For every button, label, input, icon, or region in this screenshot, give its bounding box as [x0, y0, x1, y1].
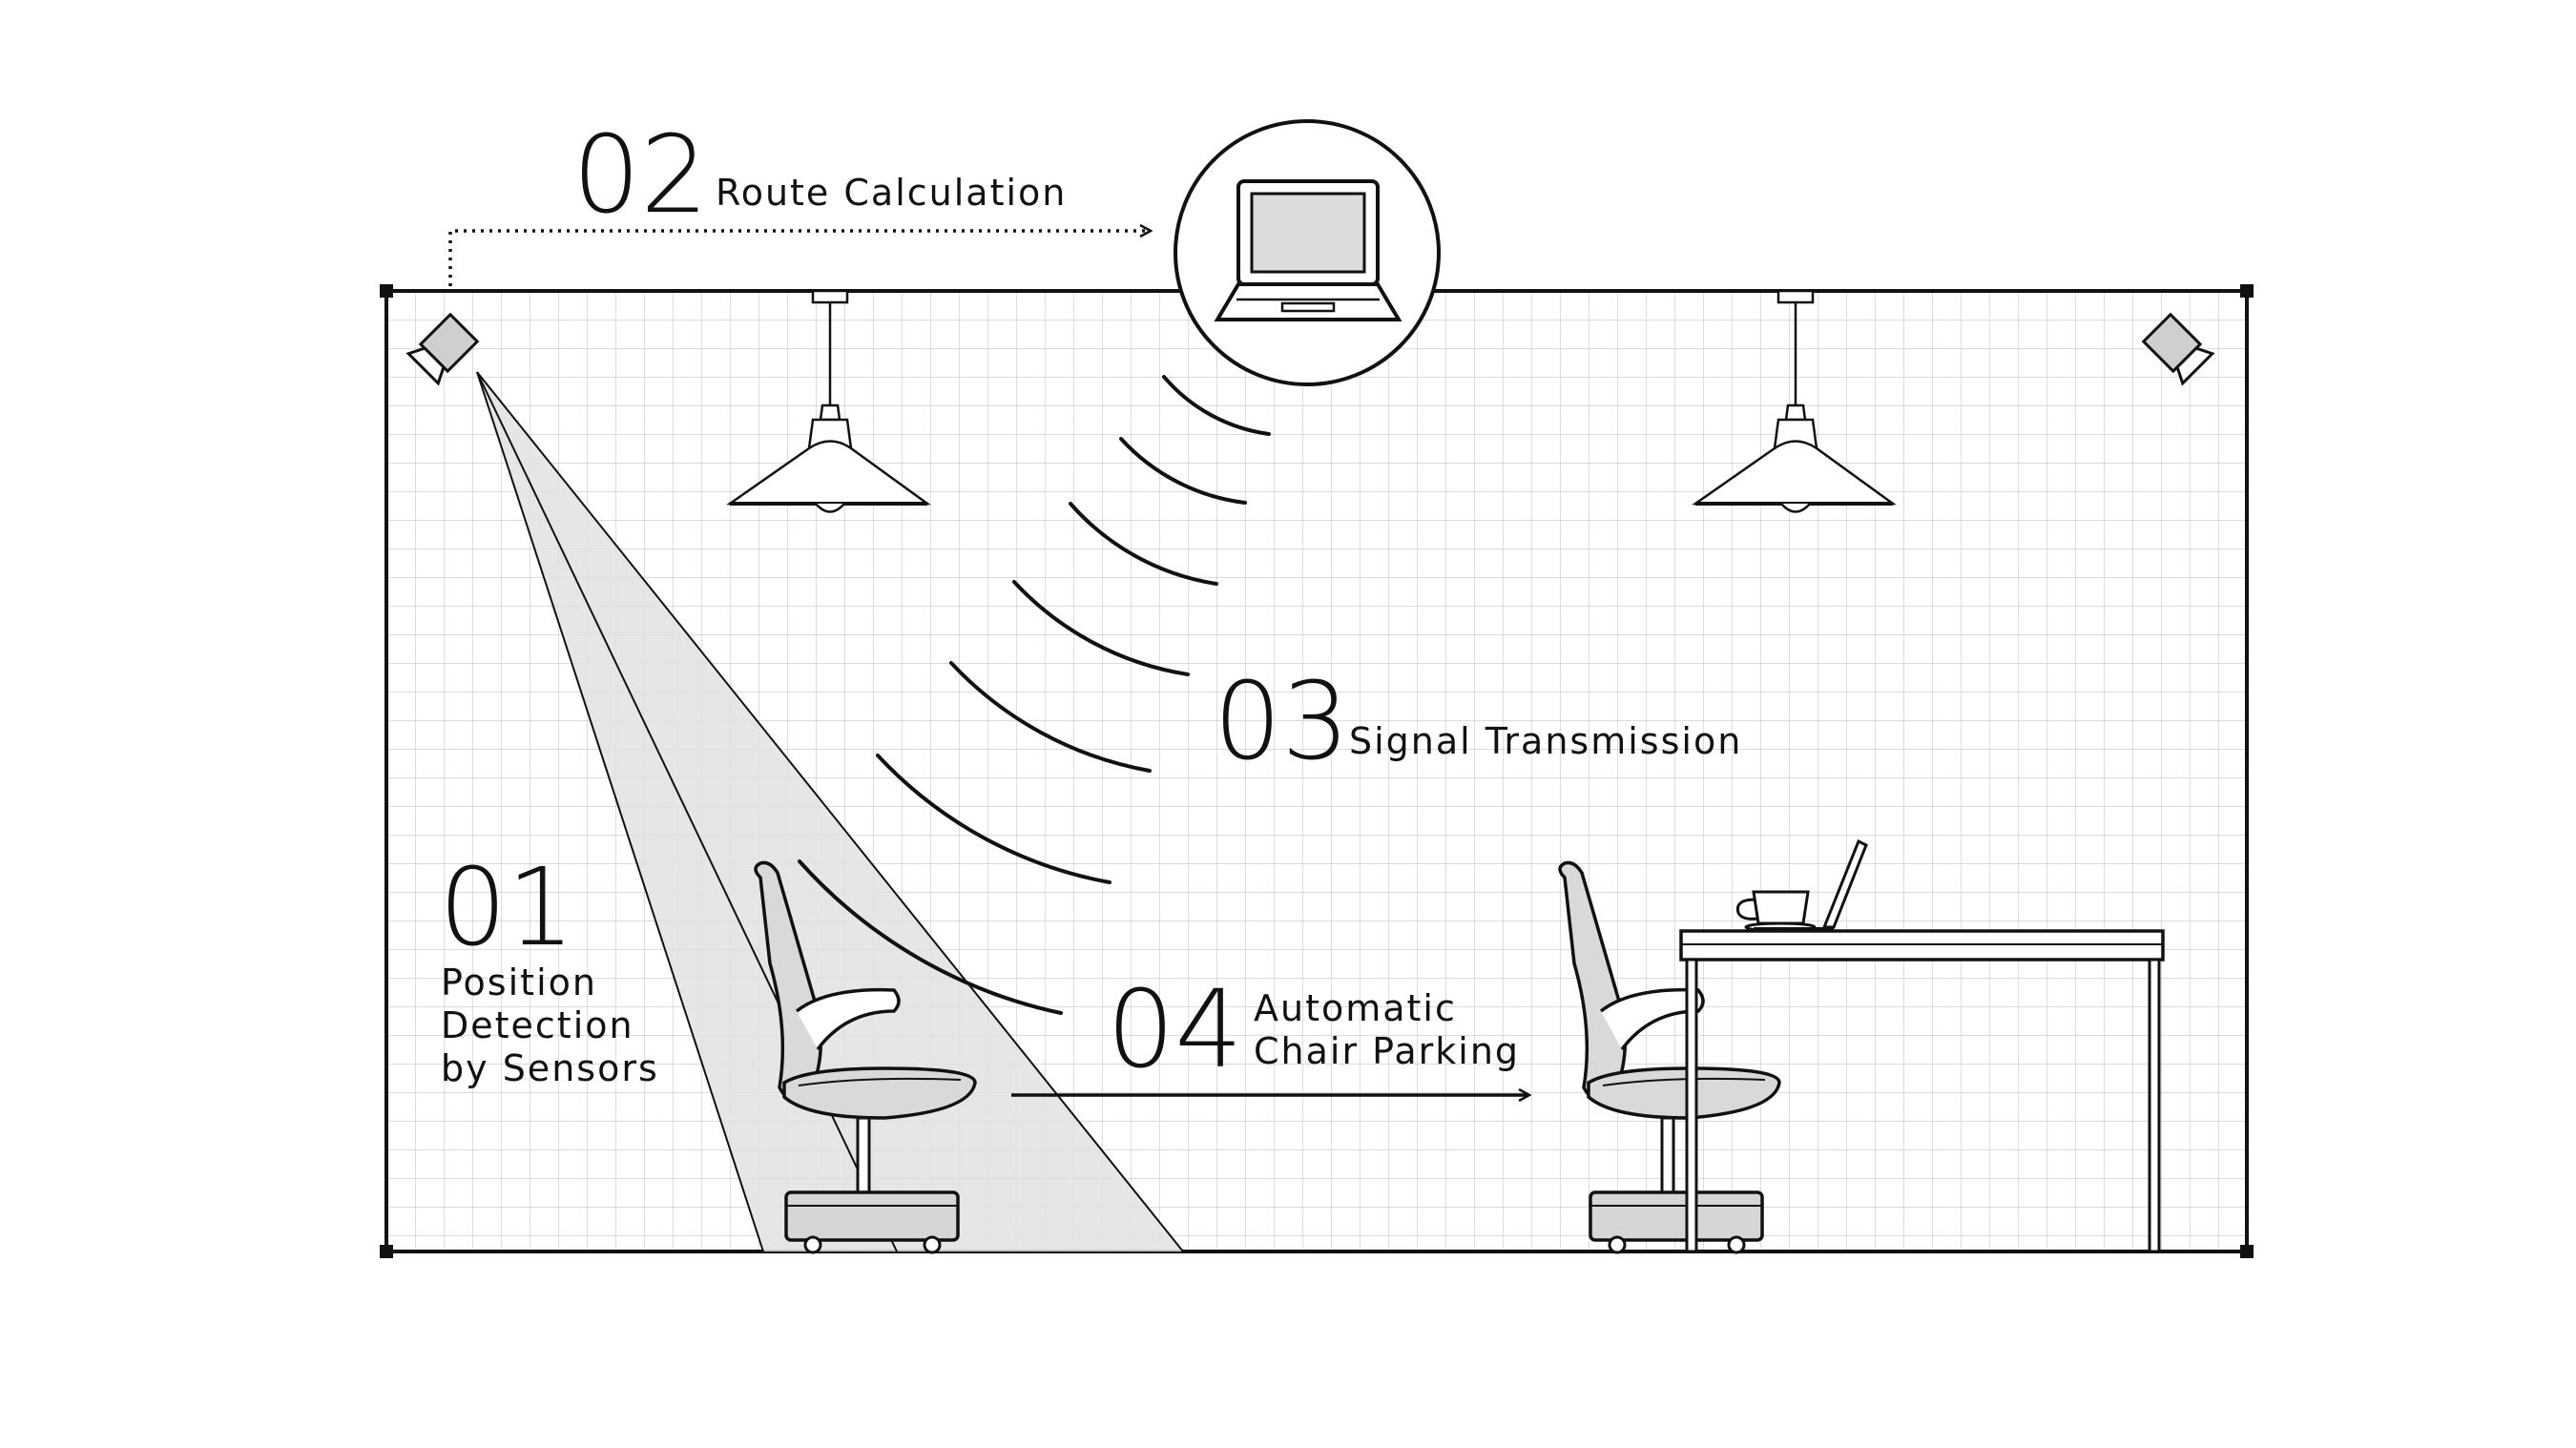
signal-wave-5: [949, 661, 1152, 773]
chair-icon: [1558, 860, 1781, 1254]
desk-icon: [1679, 929, 2165, 1253]
room-corner-bottom-right: [2240, 1245, 2254, 1258]
step-01-label-line-2: Detection: [441, 1004, 634, 1046]
step-02-number: 02: [572, 114, 709, 238]
step-02-label: Route Calculation: [716, 172, 1067, 214]
step-01-number: 01: [439, 846, 575, 970]
room-corner-bottom-left: [380, 1245, 393, 1258]
pendant-lamp-icon: [726, 289, 931, 513]
room-corner-top-left: [380, 284, 393, 298]
step-04: 04 Automatic Chair Parking: [1107, 968, 1520, 1092]
signal-wave-3: [1069, 502, 1218, 586]
step-03: 03 Signal Transmission: [1214, 660, 1742, 784]
step-02: 02 Route Calculation: [572, 114, 1067, 238]
laptop-icon: [1754, 838, 1868, 931]
sensor-camera-icon: [405, 312, 480, 386]
step-04-label-line-2: Chair Parking: [1254, 1030, 1520, 1072]
step-01-label-line-3: by Sensors: [441, 1047, 659, 1089]
laptop-icon: [1174, 119, 1441, 386]
step-03-label: Signal Transmission: [1349, 720, 1742, 762]
step-01-label-line-1: Position: [441, 962, 597, 1003]
step-03-number: 03: [1214, 660, 1350, 784]
step-04-label-line-1: Automatic: [1254, 987, 1457, 1029]
room-corner-top-right: [2240, 284, 2254, 298]
sensor-camera-icon: [2141, 312, 2215, 386]
signal-wave-4: [1012, 580, 1190, 676]
step-04-number: 04: [1107, 968, 1243, 1092]
step-01: 01 Position Detection by Sensors: [439, 846, 659, 1089]
signal-wave-1: [1162, 375, 1271, 436]
signal-wave-2: [1119, 437, 1247, 505]
chair-icon: [754, 860, 977, 1254]
signal-wave-6: [876, 754, 1111, 884]
pendant-lamp-icon: [1692, 289, 1897, 513]
route-dotted-line: [448, 231, 1150, 286]
signal-wave-icon: [798, 375, 1271, 1015]
signal-wave-7: [798, 859, 1063, 1015]
